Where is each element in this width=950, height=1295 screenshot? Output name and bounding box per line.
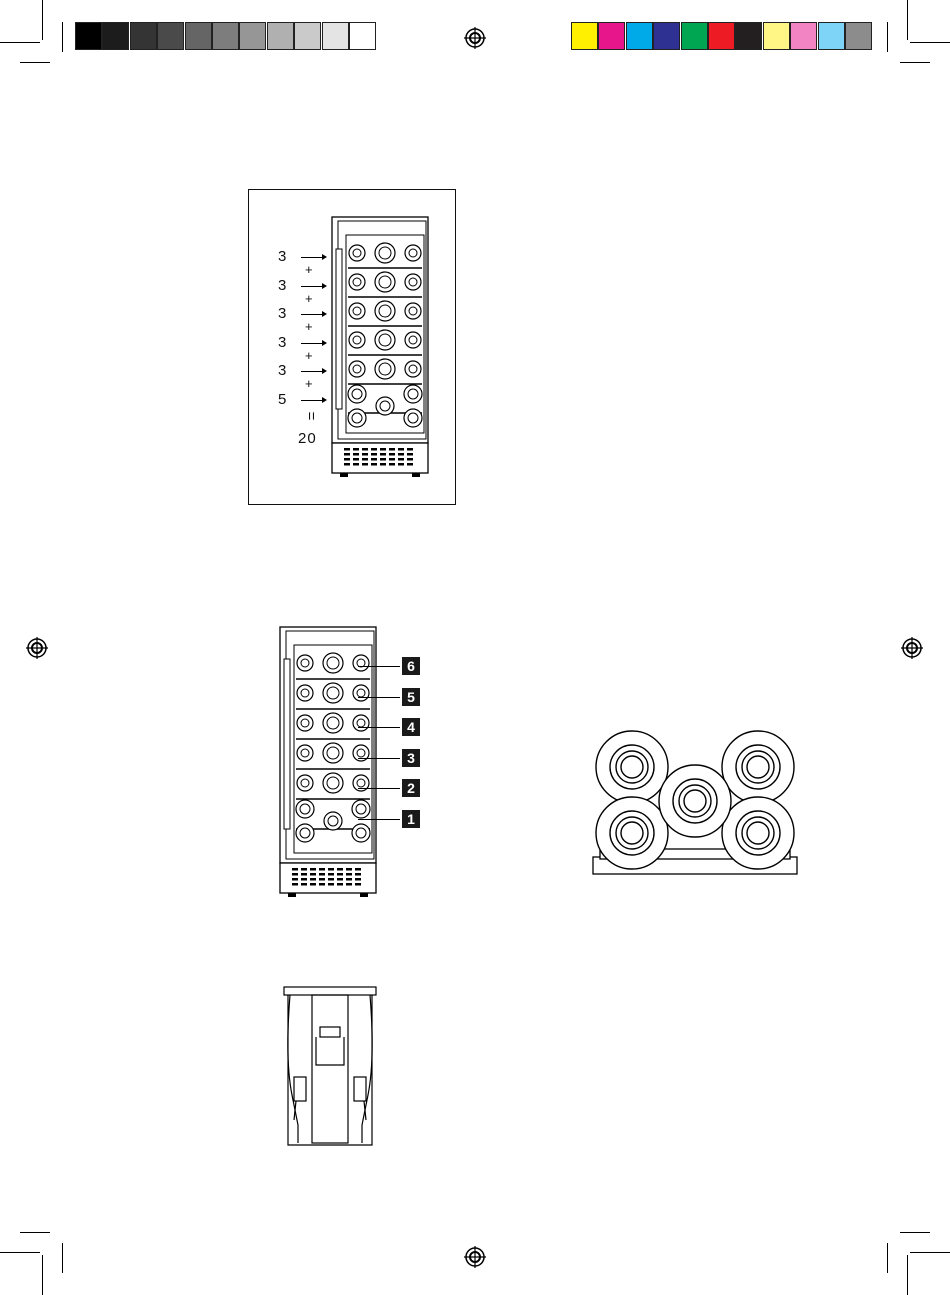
shelf-number-badge: 3 [402,749,420,767]
crop-mark [0,1252,40,1253]
crop-mark [42,1255,43,1295]
color-swatch [735,22,762,50]
shelf-number-badge: 4 [402,718,420,736]
gray-swatch [322,22,349,50]
color-swatch [708,22,735,50]
gray-swatch [212,22,239,50]
shelf-leader-line [358,727,400,728]
crop-mark [0,42,40,43]
registration-mark-icon [464,1246,486,1268]
crop-mark [20,62,50,63]
color-swatch [598,22,625,50]
crop-mark [62,1243,63,1273]
registration-mark-icon [901,637,923,659]
crop-mark [907,1255,908,1295]
gray-swatch [239,22,266,50]
arrow-icon [301,343,325,344]
arrow-icon [301,314,325,315]
color-swatch [818,22,845,50]
shelf-count-label: 3 [278,248,287,265]
gray-swatch [349,22,376,50]
color-swatch [681,22,708,50]
color-swatch [763,22,790,50]
plus-sign: + [305,348,314,363]
gray-swatch [130,22,157,50]
gray-swatch [185,22,212,50]
shelf-number-badge: 1 [402,810,420,828]
total-count: 20 [298,430,317,447]
shelf-count-label: 3 [278,305,287,322]
plus-sign: + [305,262,314,277]
arrow-icon [301,371,325,372]
shelf-number-badge: 2 [402,779,420,797]
shelf-count-label: 3 [278,277,287,294]
color-swatch [653,22,680,50]
shelf-count-label: 5 [278,391,287,408]
crop-mark [887,1243,888,1273]
arrow-icon [301,257,325,258]
gray-swatch [102,22,129,50]
shelf-count-label: 3 [278,362,287,379]
color-swatch [845,22,872,50]
crop-mark [910,42,950,43]
crop-mark [42,0,43,40]
registration-mark-icon [464,27,486,49]
shelf-number-badge: 6 [402,657,420,675]
plus-sign: + [305,319,314,334]
shelf-count-label: 3 [278,334,287,351]
shelf-leader-line [358,697,400,698]
crop-mark [910,1252,950,1253]
shelf-leader-line [358,788,400,789]
color-swatch [571,22,598,50]
crop-mark [907,0,908,40]
gray-swatch [75,22,102,50]
crop-mark [62,22,63,52]
shelf-bracket-icon [280,985,380,1147]
shelf-leader-line [358,666,400,667]
arrow-icon [301,400,325,401]
color-swatch [790,22,817,50]
shelf-leader-line [358,819,400,820]
bottle-stack-icon [590,730,800,880]
equals-sign: = [302,412,319,422]
arrow-icon [301,286,325,287]
crop-mark [20,1232,50,1233]
crop-mark [887,22,888,52]
color-swatch [626,22,653,50]
gray-swatch [157,22,184,50]
registration-mark-icon [26,637,48,659]
gray-swatch [267,22,294,50]
gray-swatch [294,22,321,50]
crop-mark [900,62,930,63]
shelf-number-badge: 5 [402,688,420,706]
crop-mark [900,1232,930,1233]
wine-cooler-front-icon [330,215,430,477]
plus-sign: + [305,291,314,306]
shelf-leader-line [358,758,400,759]
plus-sign: + [305,376,314,391]
